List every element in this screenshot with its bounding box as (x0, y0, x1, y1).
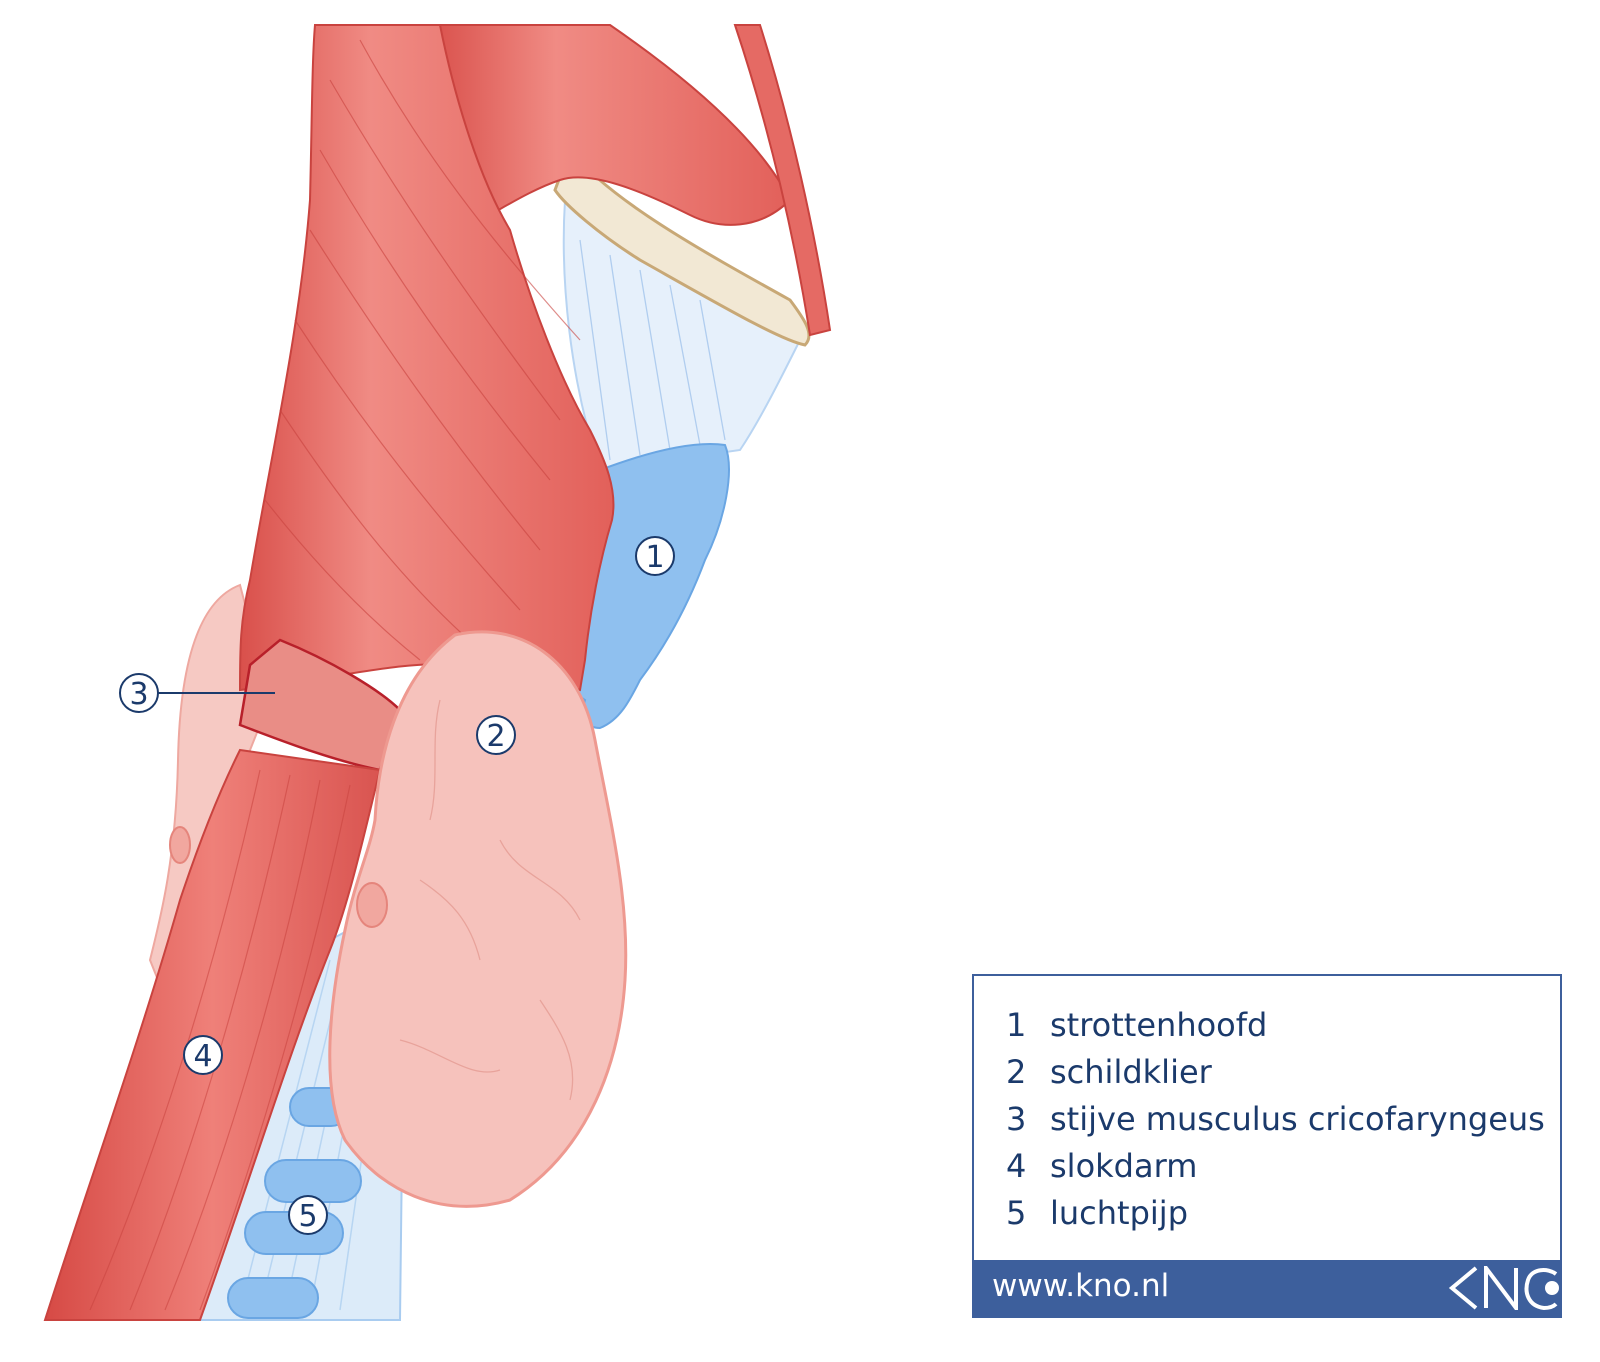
legend-item: 4 slokdarm (1006, 1143, 1560, 1190)
marker-2: 2 (476, 715, 516, 755)
legend-list: 1 strottenhoofd 2 schildklier 3 stijve musc… (974, 976, 1560, 1237)
parathyroid-posterior (169, 826, 191, 864)
legend-number: 4 (1006, 1147, 1027, 1185)
legend-text: slokdarm (1050, 1147, 1198, 1185)
svg-text:1: 1 (645, 540, 664, 575)
svg-text:2: 2 (486, 719, 505, 754)
sternohyoid-muscle (733, 24, 832, 337)
parathyroid-upper (356, 882, 388, 928)
marker-5: 5 (288, 1195, 328, 1235)
legend-number: 2 (1006, 1053, 1027, 1091)
legend-item: 3 stijve musculus cricofaryngeus (1006, 1096, 1560, 1143)
legend-item: 5 luchtpijp (1006, 1190, 1560, 1237)
legend-text: schildklier (1050, 1053, 1212, 1091)
thyroid-texture (399, 699, 581, 1101)
legend-number: 3 (1006, 1100, 1027, 1138)
membrane-striations (579, 239, 726, 461)
svg-text:4: 4 (193, 1039, 212, 1074)
marker-4: 4 (183, 1035, 223, 1075)
svg-text:3: 3 (129, 677, 148, 712)
legend-number: 5 (1006, 1194, 1027, 1232)
footer-url-link[interactable]: www.kno.nl (992, 1268, 1170, 1304)
muscle-fibers (264, 39, 581, 661)
legend-text: strottenhoofd (1050, 1006, 1268, 1044)
thyroid-gland (328, 630, 628, 1208)
marker-1: 1 (635, 536, 675, 576)
legend-text: luchtpijp (1050, 1194, 1188, 1232)
legend-footer: www.kno.nl (974, 1260, 1560, 1316)
legend-item: 2 schildklier (1006, 1049, 1560, 1096)
legend-item: 1 strottenhoofd (1006, 1002, 1560, 1049)
legend-number: 1 (1006, 1006, 1027, 1044)
svg-text:5: 5 (298, 1199, 317, 1234)
legend-text: stijve musculus cricofaryngeus (1050, 1100, 1545, 1138)
hyoid-bone (553, 147, 811, 347)
kno-logo-icon (1448, 1266, 1559, 1310)
marker-3: 3 (119, 673, 159, 713)
legend-box: 1 strottenhoofd 2 schildklier 3 stijve musc… (972, 974, 1562, 1318)
